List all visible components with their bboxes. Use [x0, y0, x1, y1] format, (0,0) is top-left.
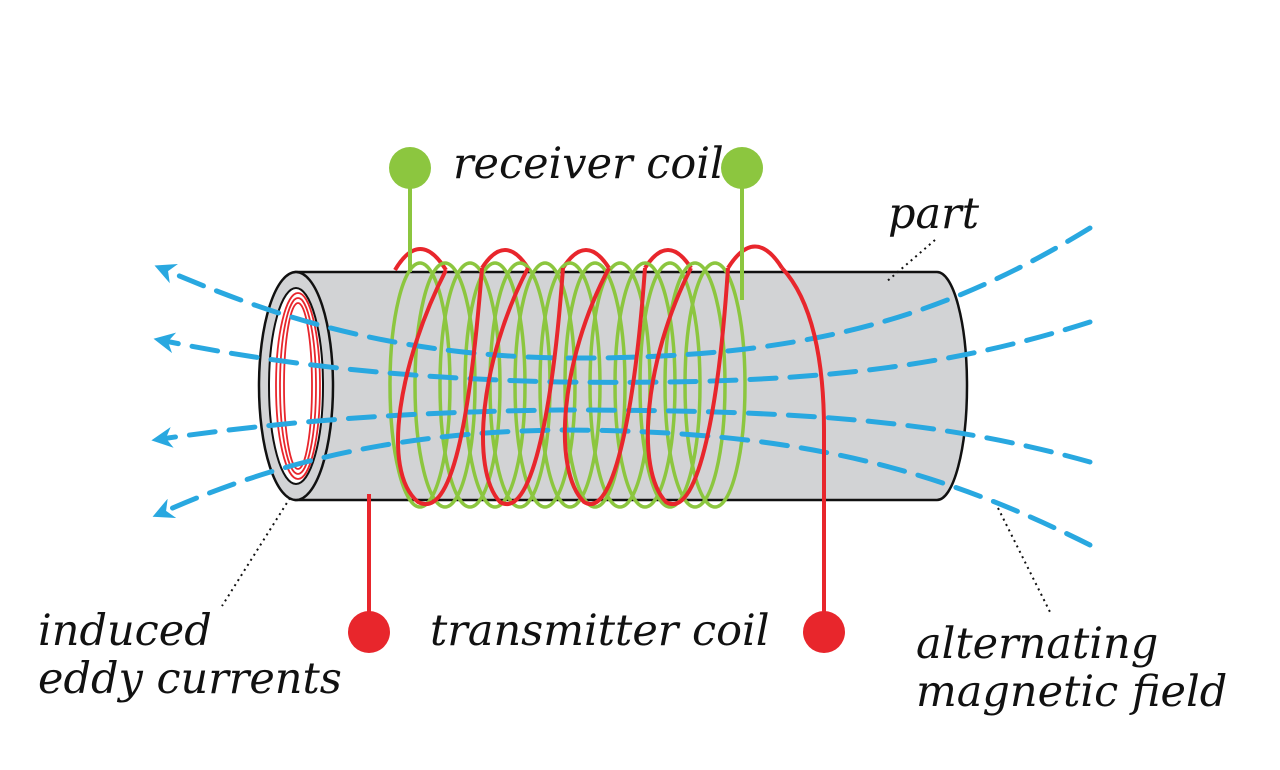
- eddy-currents-label-line2: eddy currents: [38, 654, 342, 704]
- part-cylinder: [257, 270, 969, 502]
- receiver-coil: [388, 261, 747, 509]
- receiver-terminal-left: [389, 147, 431, 189]
- eddy-currents-label: induced eddy currents: [38, 607, 342, 703]
- receiver-terminal-right: [721, 147, 763, 189]
- transmitter-coil-front: [396, 266, 826, 612]
- eddy-current-rings: [275, 292, 321, 480]
- magnetic-field-label: alternating magnetic field: [916, 620, 1227, 716]
- part-label: part: [888, 189, 979, 239]
- transmitter-terminal-left: [348, 611, 390, 653]
- transmitter-terminal-right: [803, 611, 845, 653]
- magnetic-field-label-line1: alternating: [916, 619, 1159, 669]
- leader-lines: [221, 239, 1051, 613]
- receiver-coil-label: receiver coil: [453, 139, 724, 189]
- eddy-currents-label-line1: induced: [38, 606, 212, 656]
- transmitter-coil-label: transmitter coil: [430, 606, 770, 656]
- magnetic-field-label-line2: magnetic field: [916, 667, 1228, 717]
